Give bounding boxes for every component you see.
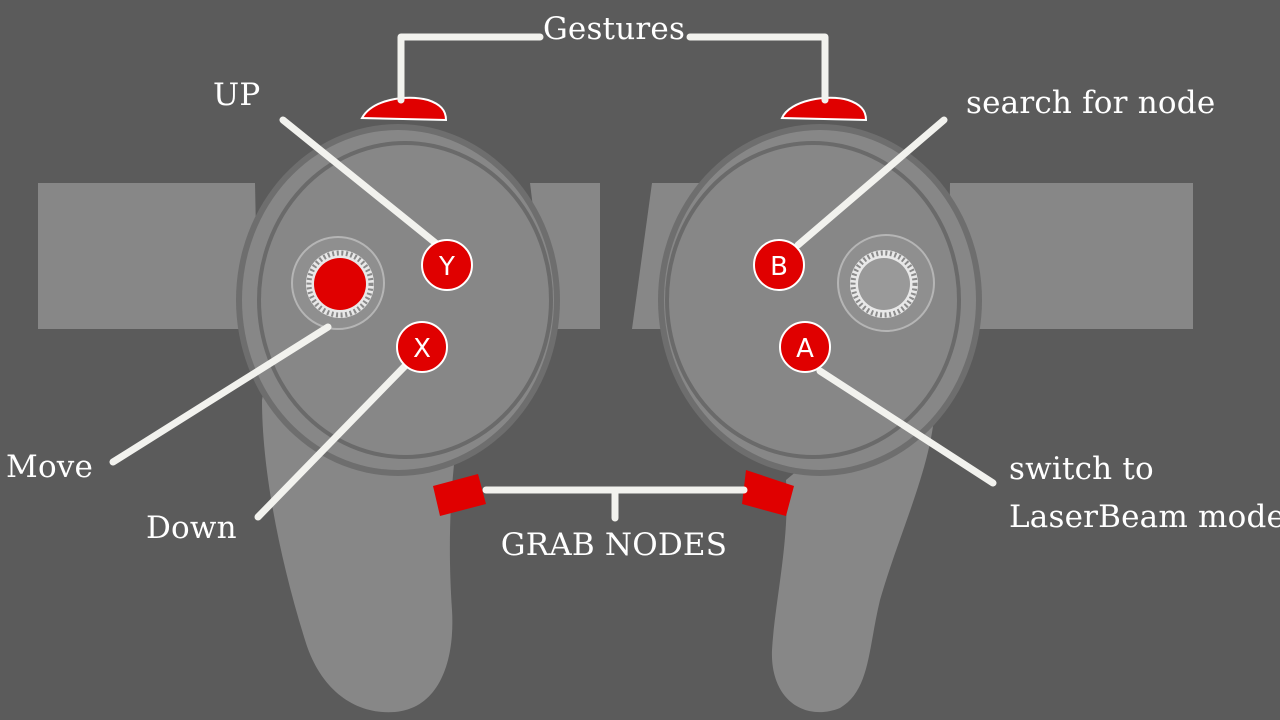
button-a-letter: A [796,334,814,364]
button-x[interactable]: X [396,321,448,373]
search-callout-line [794,116,948,249]
up-callout-line [279,116,442,249]
left-thumbstick-teeth [306,250,374,318]
button-x-letter: X [413,334,431,364]
button-y-letter: Y [438,252,455,282]
down-callout-line [254,362,409,521]
left-tracking-ring [38,183,258,329]
right-gesture-button[interactable] [780,96,868,122]
search-for-node-label: search for node [966,85,1216,121]
callout-lines [109,33,997,522]
down-label: Down [146,510,237,546]
laserbeam-mode-label: LaserBeam mode [1009,499,1280,535]
right-head [664,130,976,470]
button-a[interactable]: A [779,321,831,373]
gestures-bracket-left [397,33,544,104]
right-thumbstick[interactable] [858,258,910,310]
button-b[interactable]: B [753,239,805,291]
gestures-bracket-right [686,33,829,104]
left-head [242,130,554,470]
button-b-letter: B [770,252,788,282]
grab-nodes-label: GRAB NODES [500,527,728,563]
switch-to-label: switch to [1009,451,1154,487]
left-thumbstick[interactable] [314,258,366,310]
button-y[interactable]: Y [421,239,473,291]
move-label: Move [6,449,94,485]
left-face-ring [257,141,553,459]
switch-callout-line [816,367,997,487]
left-gesture-button[interactable] [360,96,448,122]
right-tracking-ring [948,183,1193,329]
left-grip-button[interactable] [433,474,486,516]
move-callout-line [109,323,332,466]
up-label: UP [213,77,261,113]
right-controller [632,96,1193,713]
left-controller [38,96,600,713]
right-thumbstick-teeth [850,250,918,318]
right-grip-button[interactable] [742,470,794,516]
right-face-ring [665,141,961,459]
gestures-label: Gestures [542,11,686,47]
